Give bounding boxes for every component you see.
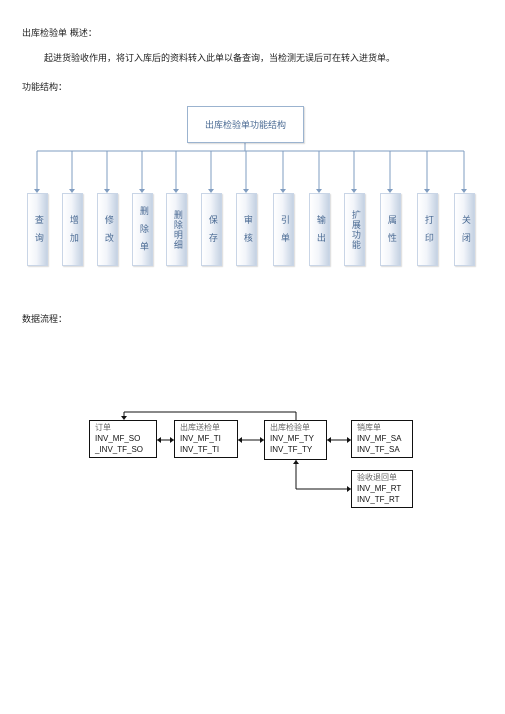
flow-box-outbound-notice: 出库送检单 INV_MF_TI INV_TF_TI — [174, 420, 238, 458]
module-add: 增 加 — [62, 193, 83, 266]
flow-box-order: 订单 INV_MF_SO _INV_TF_SO — [89, 420, 157, 458]
document-title: 出库检验单 概述： — [22, 29, 97, 39]
module-review: 审 核 — [236, 193, 257, 266]
module-modify: 修 改 — [97, 193, 118, 266]
table-name: INV_MF_TI — [180, 434, 221, 443]
table-name: INV_MF_SO — [95, 434, 141, 443]
table-name: INV_TF_TI — [180, 445, 220, 454]
table-name: INV_MF_TY — [270, 434, 315, 443]
flow-box-outbound-inspection: 出库检验单 INV_MF_TY INV_TF_TY — [264, 420, 327, 460]
module-properties: 属 性 — [380, 193, 401, 266]
module-export: 输 出 — [309, 193, 330, 266]
flow-box-return: 验收退回单 INV_MF_RT INV_TF_RT — [351, 470, 413, 508]
flow-box-title: 出库检验单 — [270, 423, 310, 432]
module-query: 查 询 — [27, 193, 48, 266]
flow-box-title: 出库送检单 — [180, 423, 220, 432]
table-name: INV_MF_SA — [357, 434, 402, 443]
table-name: INV_TF_TY — [270, 445, 313, 454]
table-name: INV_TF_SA — [357, 445, 400, 454]
flow-box-sales: 销库单 INV_MF_SA INV_TF_SA — [351, 420, 413, 458]
table-name: _INV_TF_SO — [95, 445, 144, 454]
module-print: 打 印 — [417, 193, 438, 266]
module-close: 关 闭 — [454, 193, 475, 266]
table-name: INV_MF_RT — [357, 484, 402, 493]
module-save: 保 存 — [201, 193, 222, 266]
flow-box-title: 订单 — [95, 423, 111, 432]
module-delete-document: 删 除 单 — [132, 193, 153, 266]
flow-box-title: 验收退回单 — [357, 473, 397, 482]
flow-box-title: 销库单 — [357, 423, 381, 432]
module-import: 引 单 — [273, 193, 294, 266]
function-structure-label: 功能结构： — [22, 83, 68, 93]
module-delete-detail: 删除明细 — [166, 193, 187, 266]
overview-text: 起进货验收作用，将订入库后的资料转入此单以备查询，当检测无误后可在转入进货单。 — [44, 54, 396, 64]
data-flow-label: 数据流程： — [22, 315, 68, 325]
table-name: INV_TF_RT — [357, 495, 400, 504]
module-extensions: 扩展功能 — [344, 193, 365, 266]
structure-root-box: 出库检验单功能结构 — [187, 106, 304, 143]
